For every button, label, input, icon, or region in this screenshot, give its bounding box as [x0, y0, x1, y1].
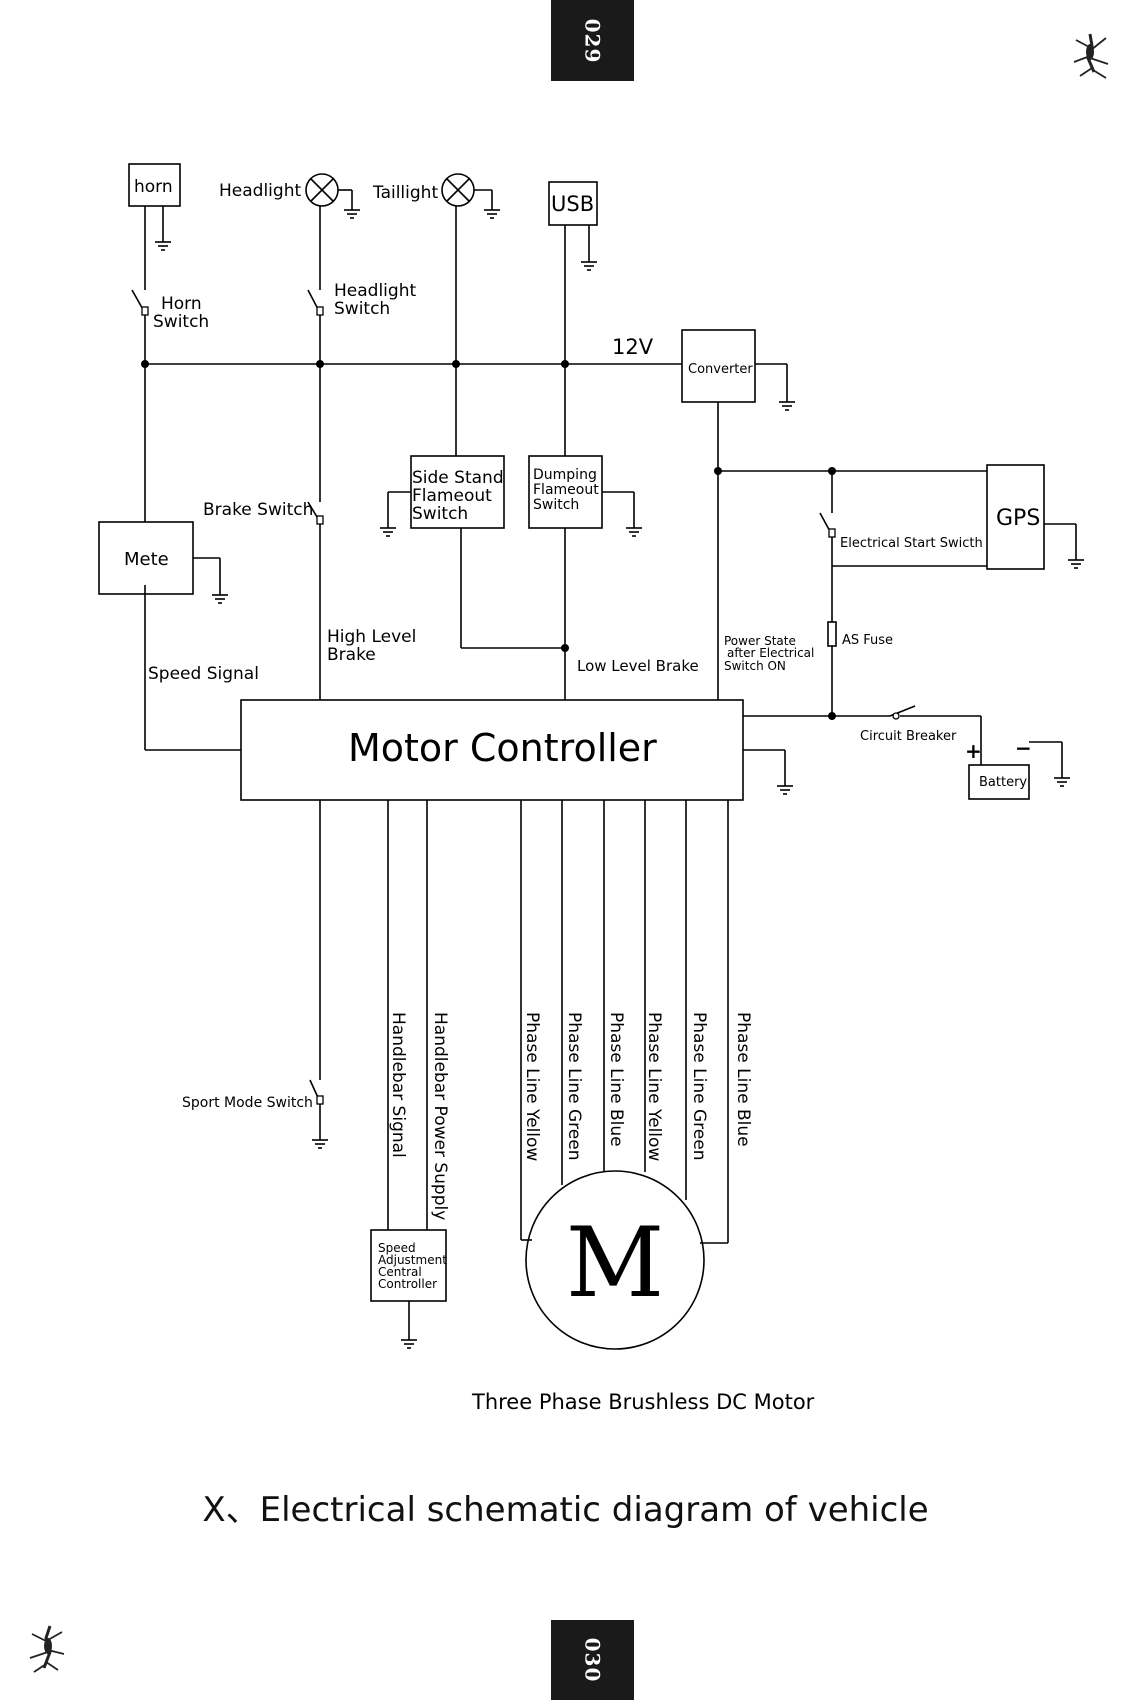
- sport-mode-switch-label: Sport Mode Switch: [182, 1095, 313, 1111]
- electrical-start-switch-label: Electrical Start Swicth: [840, 536, 983, 551]
- motor-symbol: M: [566, 1207, 664, 1319]
- power-state-label-2: after Electrical: [727, 646, 814, 660]
- meter-label: Mete: [124, 549, 169, 570]
- speed-signal-label: Speed Signal: [148, 664, 259, 684]
- taillight-label: Taillight: [372, 183, 438, 203]
- voltage-label: 12V: [612, 335, 654, 359]
- speed-adjustment-label-3: Central: [378, 1265, 422, 1279]
- dumping-label-1: Dumping: [533, 467, 597, 483]
- phase-line-label-3: Phase Line Blue: [606, 1012, 626, 1147]
- insect-logo-bottom-icon: [29, 1625, 65, 1673]
- phase-line-label-6: Phase Line Blue: [733, 1012, 753, 1147]
- side-stand-label-3: Switch: [412, 504, 468, 524]
- speed-adjustment-label-4: Controller: [378, 1277, 437, 1291]
- page-number-bottom-text: 030: [580, 1637, 605, 1683]
- converter-label: Converter: [688, 362, 753, 377]
- side-stand-label-1: Side Stand: [412, 468, 504, 488]
- handlebar-signal-label: Handlebar Signal: [388, 1012, 408, 1158]
- phase-line-label-5: Phase Line Green: [689, 1012, 709, 1160]
- speed-adjustment-label-1: Speed: [378, 1241, 416, 1255]
- diagram-caption: X、Electrical schematic diagram of vehicl…: [202, 1490, 929, 1530]
- as-fuse-label: AS Fuse: [842, 633, 893, 648]
- power-state-label-3: Switch ON: [724, 659, 786, 673]
- battery-label: Battery: [979, 775, 1027, 790]
- headlight-switch-label-2: Switch: [334, 299, 390, 319]
- brake-switch-label: Brake Switch: [203, 500, 313, 520]
- dumping-label-3: Switch: [533, 497, 579, 513]
- page-number-bottom: 030: [551, 1620, 634, 1700]
- dumping-label-2: Flameout: [533, 482, 599, 498]
- insect-logo-top-icon: [1073, 33, 1109, 79]
- battery-minus-label: −: [1015, 736, 1032, 760]
- low-level-brake-label: Low Level Brake: [577, 657, 699, 675]
- high-level-brake-label-2: Brake: [327, 645, 376, 665]
- horn-switch-label-1: Horn: [161, 294, 202, 314]
- handlebar-power-supply-label: Handlebar Power Supply: [430, 1012, 450, 1220]
- power-state-label-1: Power State: [724, 634, 796, 648]
- motor-controller-label: Motor Controller: [348, 726, 657, 770]
- wiring: [98, 163, 1077, 1350]
- phase-line-label-4: Phase Line Yellow: [644, 1012, 664, 1161]
- speed-adjustment-label-2: Adjustment: [378, 1253, 447, 1267]
- junction-dots: [141, 360, 836, 720]
- ground-symbols: [154, 209, 1085, 1349]
- circuit-breaker-label: Circuit Breaker: [860, 729, 957, 744]
- switch-contacts: [141, 306, 900, 1105]
- phase-line-label-2: Phase Line Green: [564, 1012, 584, 1160]
- headlight-label: Headlight: [219, 181, 301, 201]
- side-stand-label-2: Flameout: [412, 486, 492, 506]
- headlight-switch-label-1: Headlight: [334, 281, 416, 301]
- page-number-top: 029: [551, 0, 634, 81]
- horn-switch-label-2: Switch: [153, 312, 209, 332]
- horn-label: horn: [134, 177, 173, 197]
- usb-label: USB: [551, 192, 594, 216]
- phase-line-label-1: Phase Line Yellow: [522, 1012, 542, 1161]
- high-level-brake-label-1: High Level: [327, 627, 416, 647]
- gps-label: GPS: [996, 506, 1040, 531]
- motor-type-label: Three Phase Brushless DC Motor: [471, 1390, 815, 1414]
- battery-plus-label: +: [965, 739, 982, 763]
